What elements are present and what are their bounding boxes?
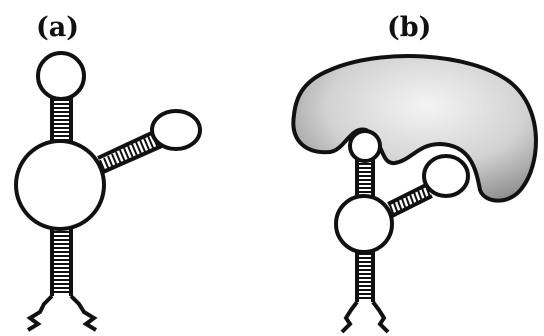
central-junction-loop-bound bbox=[336, 196, 392, 252]
top-hairpin-loop bbox=[38, 53, 84, 99]
bound-protein bbox=[293, 56, 536, 201]
base-pair-rung bbox=[422, 188, 426, 199]
base-pair-rung bbox=[116, 152, 121, 165]
top-hairpin-loop-bound bbox=[350, 131, 380, 161]
panel-a-label: (a) bbox=[36, 12, 79, 43]
single-strand-ends-bound bbox=[342, 302, 388, 332]
single-strand-ends bbox=[28, 296, 96, 330]
side-stem-bound bbox=[388, 184, 432, 216]
panel-b-label: (b) bbox=[387, 12, 431, 43]
base-pair-rung bbox=[120, 150, 125, 163]
side-hairpin-loop bbox=[152, 111, 200, 149]
base-pair-rung bbox=[418, 190, 422, 201]
bottom-stem bbox=[52, 222, 71, 296]
side-hairpin-loop-bound bbox=[424, 156, 468, 196]
base-pair-rung bbox=[414, 192, 418, 203]
base-pair-rung bbox=[112, 154, 117, 166]
panel-a bbox=[16, 53, 200, 330]
central-junction-loop bbox=[16, 141, 104, 229]
bottom-stem-bound bbox=[357, 250, 373, 302]
base-pair-rung bbox=[108, 156, 113, 168]
panel-b bbox=[293, 56, 536, 332]
